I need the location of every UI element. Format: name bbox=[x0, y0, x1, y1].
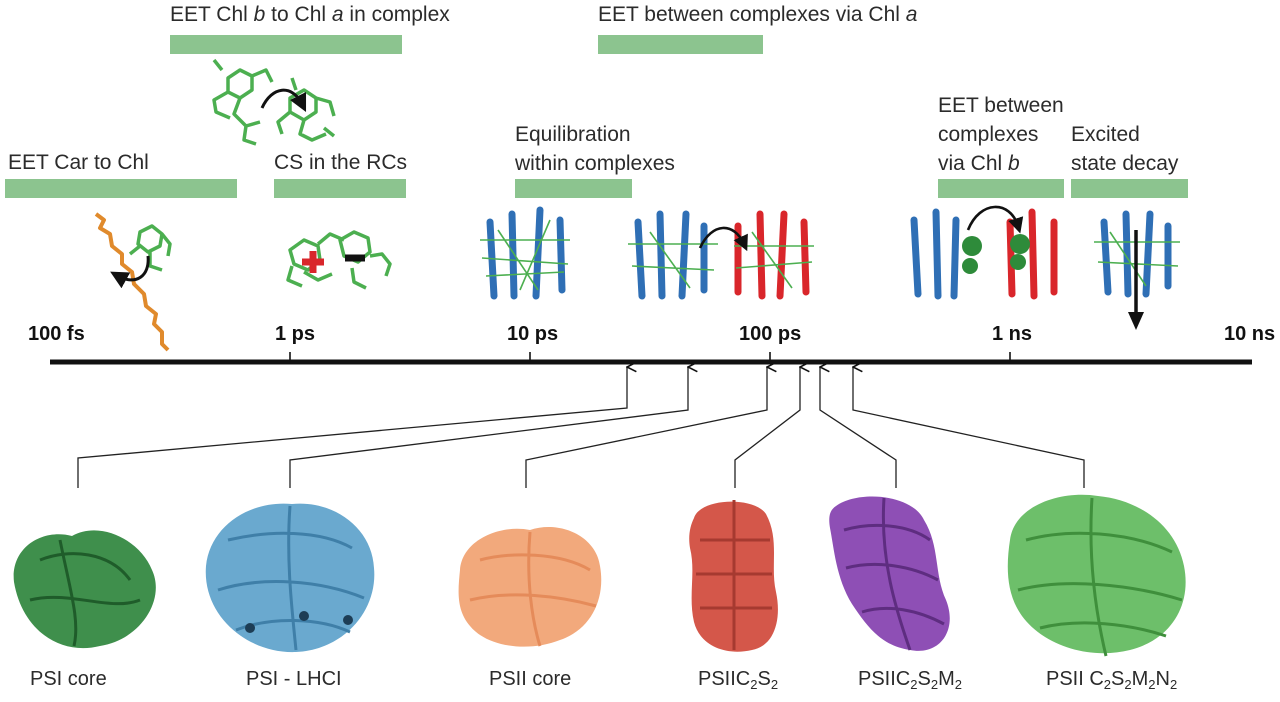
structure-psii-c2s2m2n2 bbox=[1007, 494, 1186, 657]
lhc-dimer-icon-chlb bbox=[910, 205, 1058, 300]
process-label-eet-chlb-to-chla: EET Chl b to Chl a in complex bbox=[170, 3, 450, 26]
duration-bar-equilibration bbox=[515, 179, 632, 198]
chlb-cluster-left bbox=[962, 236, 982, 256]
axis-ticks bbox=[289, 352, 1011, 362]
connector-psii-c2s2m2n2 bbox=[853, 367, 1085, 488]
connector-psi-lhci bbox=[289, 367, 688, 488]
duration-bar-eet-via-chlb bbox=[938, 179, 1064, 198]
tick-label-1ps: 1 ps bbox=[275, 323, 316, 345]
complex-label-psii-c2s2m2n2: PSII C2S2M2N2 bbox=[1046, 668, 1178, 692]
process-label-eet-via-chla: EET between complexes via Chl a bbox=[598, 3, 918, 26]
complex-label-psi-lhci: PSI - LHCI bbox=[246, 668, 342, 690]
duration-bar-eet-via-chla bbox=[598, 35, 763, 54]
complex-label-psii-c2s2m2: PSIIC2S2M2 bbox=[858, 668, 962, 692]
charge-separation-icon bbox=[286, 230, 392, 290]
tick-label-10ns: 10 ns bbox=[1224, 323, 1276, 345]
tick-label-100fs: 100 fs bbox=[28, 323, 85, 345]
complex-label-psii-core: PSII core bbox=[489, 668, 572, 690]
complex-label-psi-core: PSI core bbox=[30, 668, 107, 690]
connector-psi-core bbox=[77, 367, 627, 488]
carotenoid-chl-molecule-icon bbox=[94, 212, 172, 352]
structure-psi-lhci bbox=[205, 503, 375, 653]
lhc-dimer-icon-chla bbox=[628, 210, 814, 300]
connector-psii-c2s2 bbox=[734, 367, 800, 488]
structure-psii-c2s2 bbox=[689, 500, 778, 652]
structure-psi-core bbox=[13, 530, 156, 649]
decay-arrow-icon bbox=[1128, 312, 1144, 330]
duration-bar-eet-chlb-to-chla bbox=[170, 35, 402, 54]
connector-psii-core bbox=[525, 367, 767, 488]
lifetime-connectors bbox=[77, 367, 1085, 488]
tick-label-1ns: 1 ns bbox=[992, 323, 1033, 345]
structure-psii-core bbox=[458, 527, 602, 647]
lhc-monomer-icon-equilibration bbox=[480, 206, 570, 300]
process-label-eet-car-to-chl: EET Car to Chl bbox=[8, 151, 149, 174]
structure-psii-c2s2m2 bbox=[829, 496, 950, 651]
duration-bar-excited-state-decay bbox=[1071, 179, 1188, 198]
process-label-cs-in-rcs: CS in the RCs bbox=[274, 151, 408, 174]
connector-psii-c2s2m2 bbox=[820, 367, 897, 488]
tick-label-10ps: 10 ps bbox=[507, 323, 559, 345]
duration-bar-cs-in-rcs bbox=[274, 179, 406, 198]
chlb-cluster-right bbox=[1010, 234, 1030, 254]
duration-bar-eet-car-to-chl bbox=[5, 179, 237, 198]
chl-pair-molecule-icon bbox=[212, 58, 336, 146]
lhc-decay-icon bbox=[1094, 210, 1180, 330]
complex-label-psii-c2s2: PSIIC2S2 bbox=[698, 668, 779, 692]
tick-label-100ps: 100 ps bbox=[739, 323, 802, 345]
